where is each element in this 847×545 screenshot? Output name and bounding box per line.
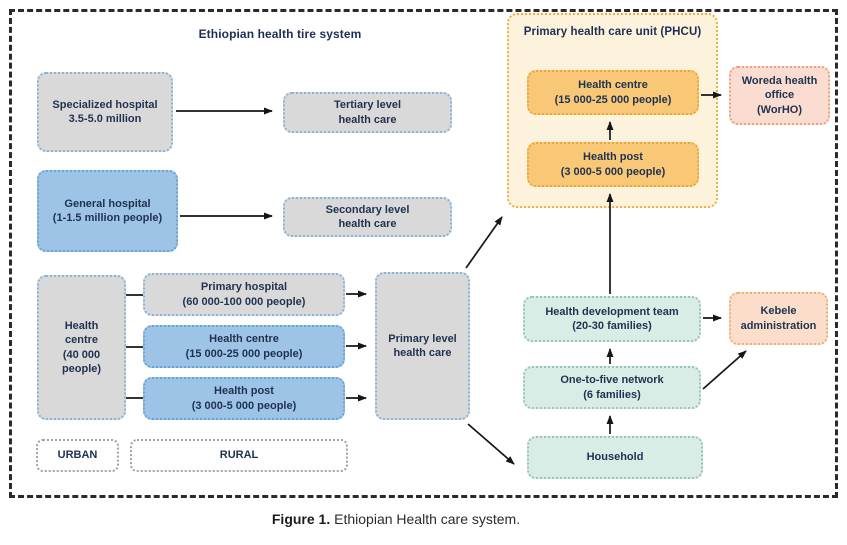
node-label: Household [586,451,644,464]
node-health-development-team: Health development team (20-30 families) [523,296,701,342]
node-label: Kebele [760,305,797,318]
node-label: Health centre [209,333,279,346]
node-label: health care [338,113,397,126]
node-label: General hospital [64,197,151,210]
node-secondary-level: Secondary level health care [283,197,452,237]
node-label: Tertiary level [333,99,402,112]
node-label: (15 000-25 000 people) [185,347,303,360]
node-primary-hospital: Primary hospital (60 000-100 000 people) [143,273,345,316]
node-label: health care [338,218,397,230]
node-label: Specialized hospital [52,98,158,111]
node-specialized-hospital: Specialized hospital 3.5-5.0 million [37,72,173,152]
legend-urban: URBAN [36,439,119,472]
node-one-to-five-network: One-to-five network (6 families) [523,366,701,409]
node-label: URBAN [57,449,98,462]
node-label: (3 000-5 000 people) [191,399,297,412]
node-label: (20-30 families) [572,320,652,332]
node-woreda-health-office: Woreda health office (WorHO) [729,66,830,125]
node-label: Health post [583,151,643,164]
node-label: One-to-five network [560,374,664,387]
left-diagram-title: Ethiopian health tire system [198,27,362,41]
node-phcu-health-centre: Health centre (15 000-25 000 people) [527,70,699,115]
node-health-centre-urban: Health centre (40 000 people) [37,275,126,420]
phcu-title: Primary health care unit (PHCU) [523,26,702,38]
node-label: (6 families) [583,388,641,401]
node-label: Health development team [545,305,679,318]
node-health-centre-rural: Health centre (15 000-25 000 people) [143,325,345,368]
caption-label: Figure 1. [271,511,331,527]
node-label: (15 000-25 000 people) [554,93,672,106]
node-kebele-administration: Kebele administration [729,292,828,345]
node-label: Secondary level [325,203,410,216]
node-label: Woreda health [741,75,818,88]
caption-text: Ethiopian Health care system. [330,511,521,527]
node-label: office [764,89,795,102]
node-tertiary-level: Tertiary level health care [283,92,452,133]
node-health-post-rural: Health post (3 000-5 000 people) [143,377,345,420]
node-label: RURAL [219,449,259,462]
node-label: 3.5-5.0 million [68,113,142,125]
node-household: Household [527,436,703,479]
node-label: Health [64,320,99,333]
node-label: (1-1.5 million people) [52,212,163,224]
node-label: Health post [214,385,274,398]
node-label: Primary level [388,332,457,345]
node-label: administration [740,319,817,332]
node-label: (40 000 people) [61,348,102,375]
node-label: centre [64,334,99,347]
node-label: Health centre [578,79,648,92]
node-general-hospital: General hospital (1-1.5 million people) [37,170,178,252]
node-phcu-health-post: Health post (3 000-5 000 people) [527,142,699,187]
node-primary-level: Primary level health care [375,272,470,420]
node-label: (WorHO) [756,103,802,116]
node-label: (60 000-100 000 people) [182,295,306,308]
legend-rural: RURAL [130,439,348,472]
node-label: (3 000-5 000 people) [560,165,666,178]
node-label: health care [393,347,452,359]
node-label: Primary hospital [200,281,288,294]
figure-caption: Figure 1. Ethiopian Health care system. [272,511,520,527]
